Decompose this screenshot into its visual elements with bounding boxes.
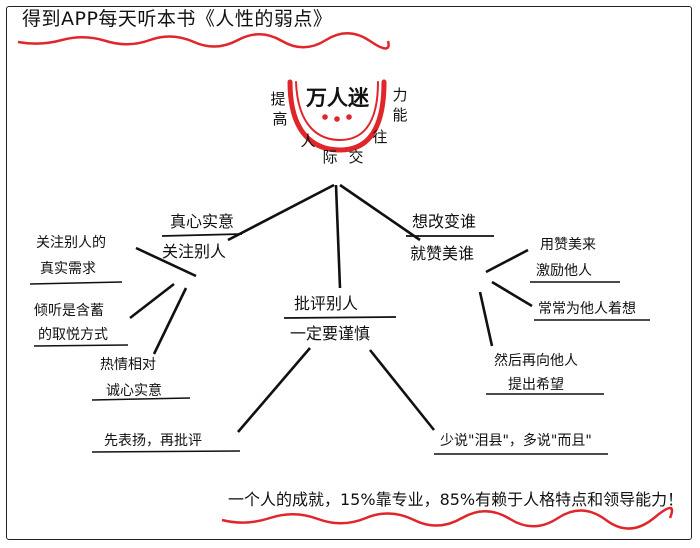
leaf-text: 先表扬，再批评 [104, 433, 202, 449]
quote-underline [221, 506, 674, 530]
leaf-line [485, 248, 529, 274]
red-dot [346, 114, 352, 120]
center-side-char: 力 [392, 86, 408, 104]
leaf-underline [29, 281, 123, 285]
branch-line-right [339, 183, 421, 242]
center-side-char: 高 [272, 110, 288, 128]
leaf-text: 然后再向他人 [494, 353, 578, 369]
leaf-line [152, 287, 188, 355]
leaf-text: 常常为他人着想 [538, 301, 636, 317]
branch-line-left [227, 183, 335, 242]
leaf-line [135, 246, 197, 278]
leaf-text: 提出希望 [508, 377, 564, 393]
leaf-text: 诚心实意 [106, 383, 162, 399]
center-side-char: 提 [270, 90, 286, 108]
branch-middle-line1: 批评别人 [294, 294, 359, 313]
bottom-quote: 一个人的成就，15%靠专业，85%有赖于人格特点和领导能力！ [228, 490, 684, 509]
leaf-line [368, 349, 436, 431]
center-side-char: 能 [392, 106, 408, 124]
leaf-line [237, 347, 311, 433]
leaf-text: 倾听是含蓄 [34, 303, 104, 319]
center-arc-char: 往 [372, 128, 388, 146]
node-underline-middle [283, 316, 397, 319]
title-underline [17, 32, 390, 50]
branch-right-line2: 就赞美谁 [410, 244, 475, 263]
leaf-text: 激励他人 [536, 263, 592, 279]
leaf-text: 热情相对 [100, 357, 156, 373]
node-underline-left [161, 233, 243, 237]
branch-right-line1: 想改变谁 [412, 212, 477, 231]
branch-left-line2: 关注别人 [162, 242, 227, 261]
leaf-text: 关注别人的 [36, 235, 106, 251]
leaf-underline [91, 397, 191, 401]
page-frame [6, 6, 692, 540]
leaf-underline [33, 344, 129, 347]
center-u-shape [287, 79, 387, 153]
leaf-text: 真实需求 [40, 261, 96, 277]
center-arc-char: 人 [300, 132, 316, 150]
branch-middle-line2: 一定要谨慎 [290, 324, 371, 343]
leaf-line [129, 282, 175, 320]
leaf-line [491, 280, 533, 308]
red-dot [322, 114, 328, 120]
center-arc-char: 交 [348, 148, 364, 166]
leaf-line [478, 291, 494, 347]
center-arc-char: 际 [322, 148, 338, 166]
branch-left-line1: 真心实意 [170, 212, 235, 231]
center-title: 万人迷 [306, 86, 369, 110]
leaf-underline [91, 450, 241, 453]
page-title: 得到APP每天听本书《人性的弱点》 [22, 8, 333, 30]
leaf-text: 的取悦方式 [38, 327, 108, 343]
branch-line-middle [334, 184, 342, 289]
leaf-text: 少说"泪县"，多说"而且" [440, 433, 592, 449]
red-dot [334, 116, 340, 122]
leaf-text: 用赞美来 [540, 237, 596, 253]
